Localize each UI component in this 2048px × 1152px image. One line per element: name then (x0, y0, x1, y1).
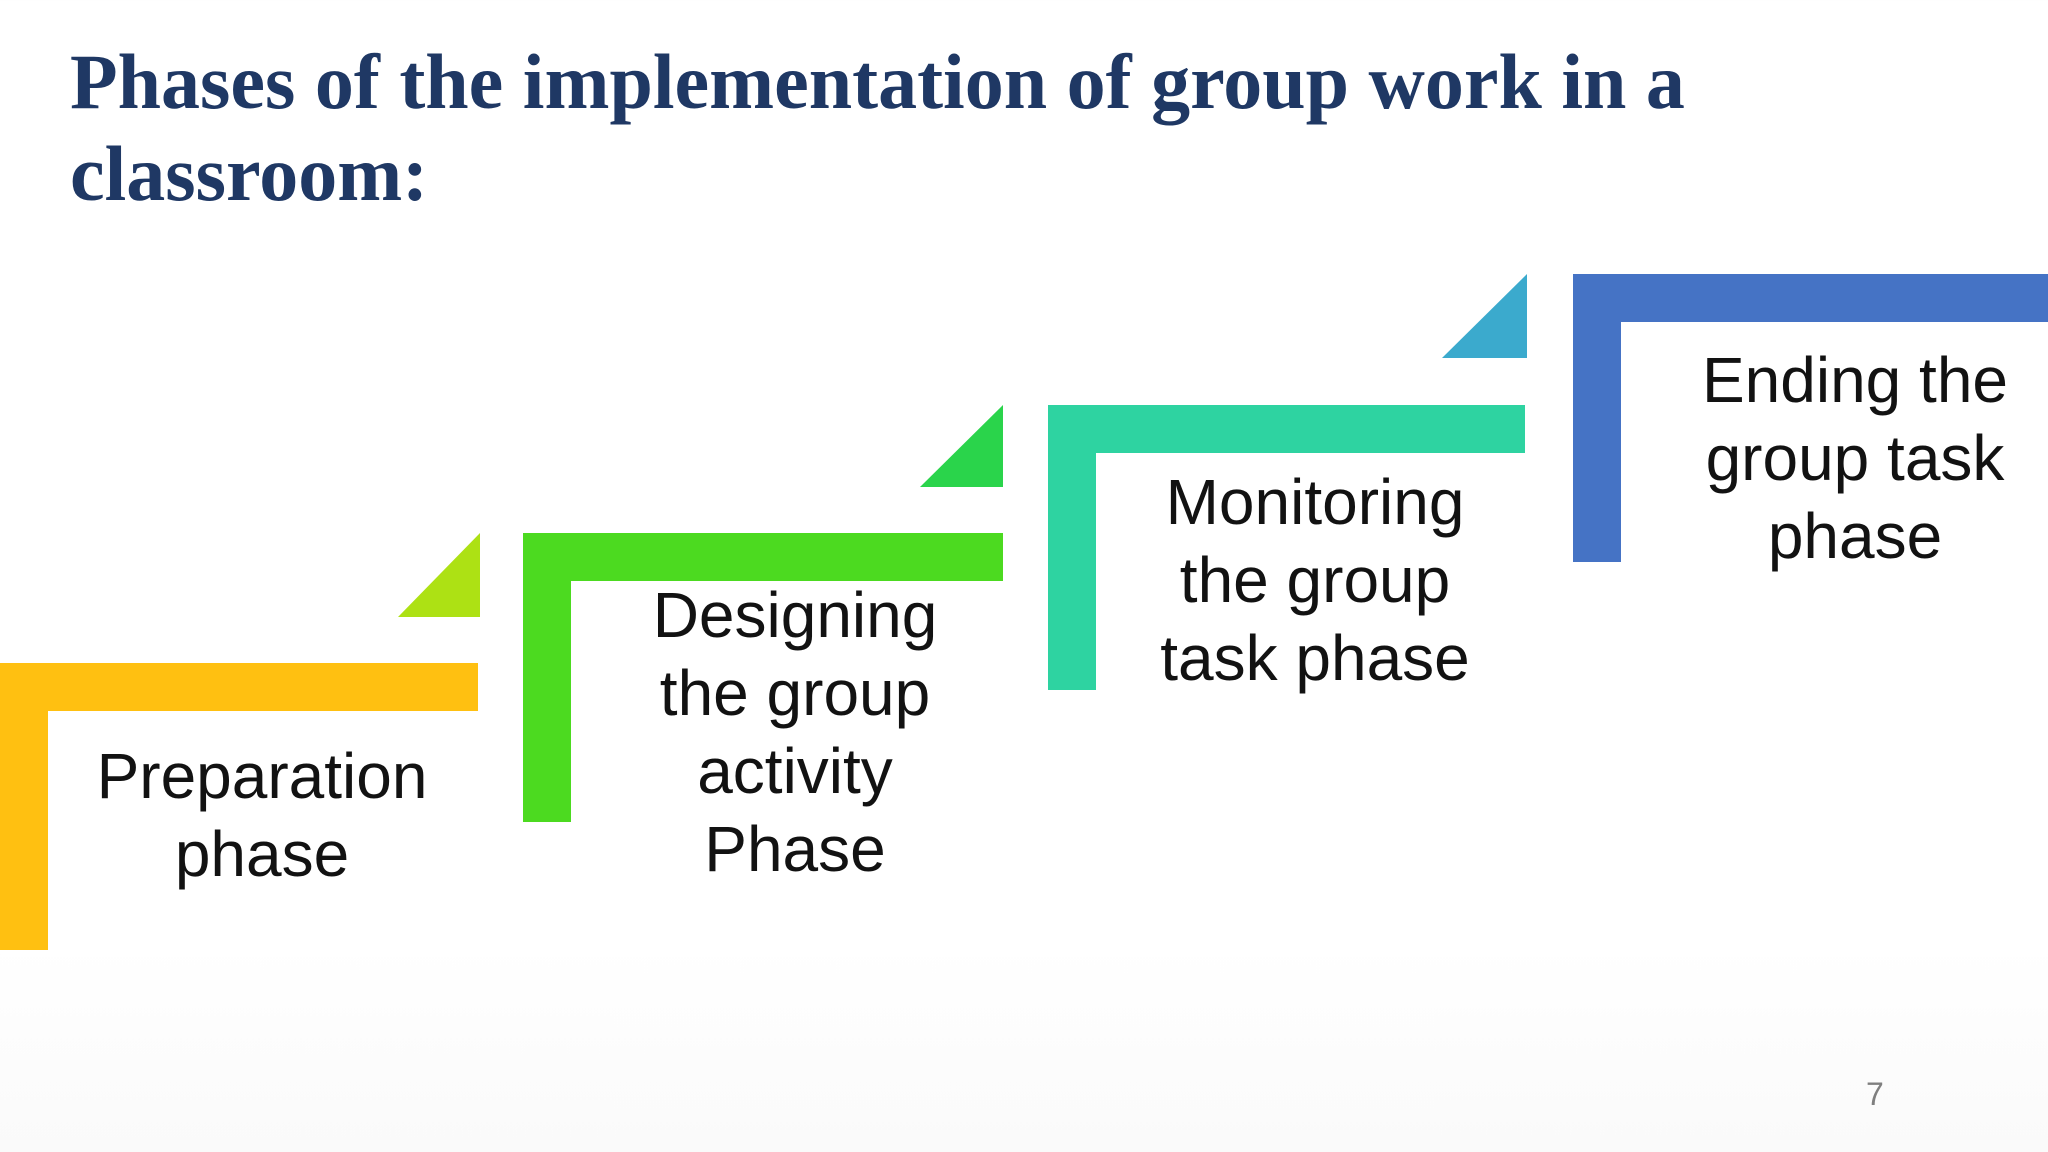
step-preparation-label: Preparation phase (96, 740, 428, 890)
step-ending-label: Ending the group task phase (1701, 344, 2009, 572)
connector-triangle-3-icon (1442, 274, 1527, 358)
step-designing-shape (523, 533, 1003, 822)
slide-title: Phases of the implementation of group wo… (70, 38, 1685, 217)
page-number: 7 (1866, 1076, 1884, 1112)
step-preparation-shape (0, 663, 478, 950)
step-monitoring-shape (1048, 405, 1525, 690)
step-designing-label: Designing the group activity Phase (652, 579, 938, 885)
step-ending-shape (1573, 274, 2048, 562)
connector-triangle-2-icon (920, 405, 1003, 487)
connector-triangle-1-icon (398, 533, 480, 617)
step-monitoring-label: Monitoring the group task phase (1160, 466, 1470, 694)
